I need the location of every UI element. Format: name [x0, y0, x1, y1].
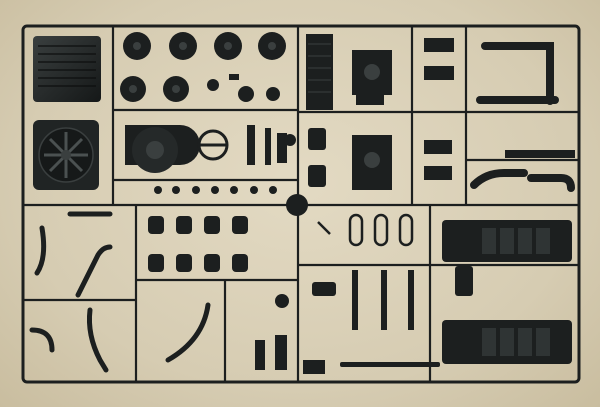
engine-head-part [352, 50, 392, 190]
linkage-parts [247, 125, 296, 165]
internal-runners [23, 26, 579, 382]
small-parts [207, 74, 280, 102]
radiator-part [33, 36, 101, 102]
bolt-row [154, 186, 308, 216]
lever-parts [255, 266, 473, 370]
clip-parts [317, 213, 414, 247]
engine-block-part [442, 220, 572, 364]
fitting-parts [424, 38, 575, 180]
steering-wheel-part [197, 129, 229, 161]
hub-part [125, 125, 200, 173]
rod-part [303, 360, 440, 374]
exhaust-parts [470, 42, 575, 192]
fan-part [33, 120, 99, 190]
block-part [306, 34, 333, 110]
cylinder-parts [148, 216, 248, 272]
bracket-parts [308, 128, 326, 187]
wheel-parts [120, 32, 286, 102]
hose-parts [29, 211, 211, 373]
